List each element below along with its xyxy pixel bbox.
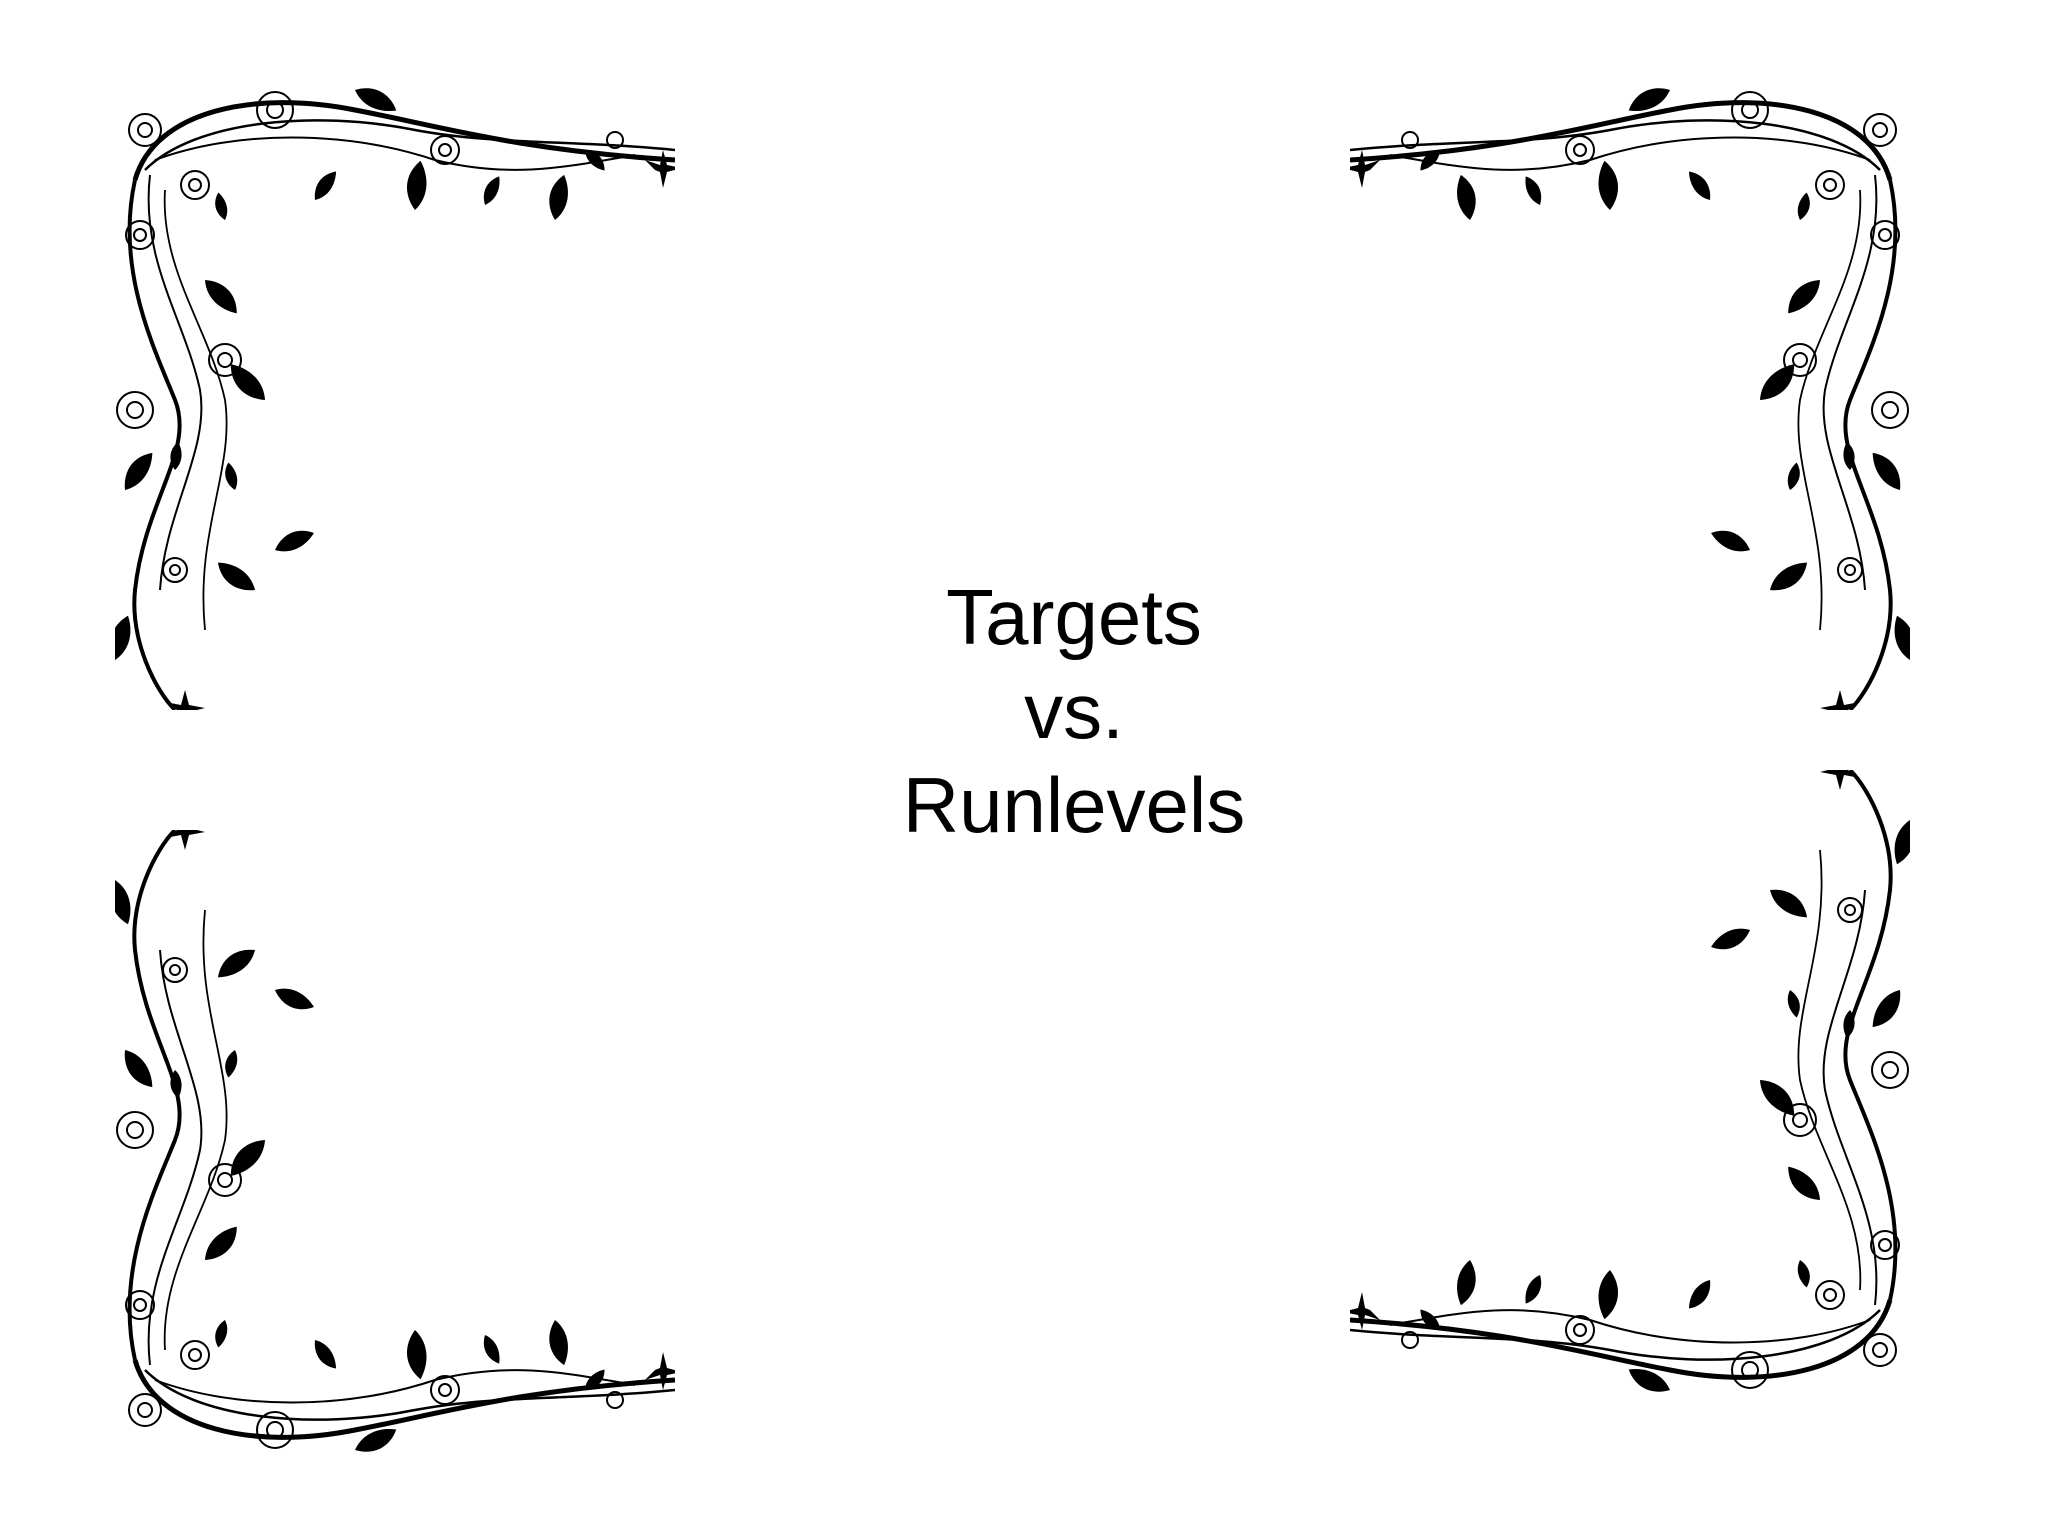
slide-title-line-1: Targets [946, 573, 1202, 661]
vine-corner-top-right-icon [1350, 70, 1910, 710]
slide-title-line-2: vs. [1024, 667, 1124, 755]
vine-corner-bottom-right-icon [1350, 770, 1910, 1410]
vine-corner-bottom-left-icon [115, 830, 675, 1470]
vine-corner-top-left-icon [115, 70, 675, 710]
slide-title: Targets vs. Runlevels [774, 570, 1374, 852]
slide-title-line-3: Runlevels [902, 761, 1246, 849]
